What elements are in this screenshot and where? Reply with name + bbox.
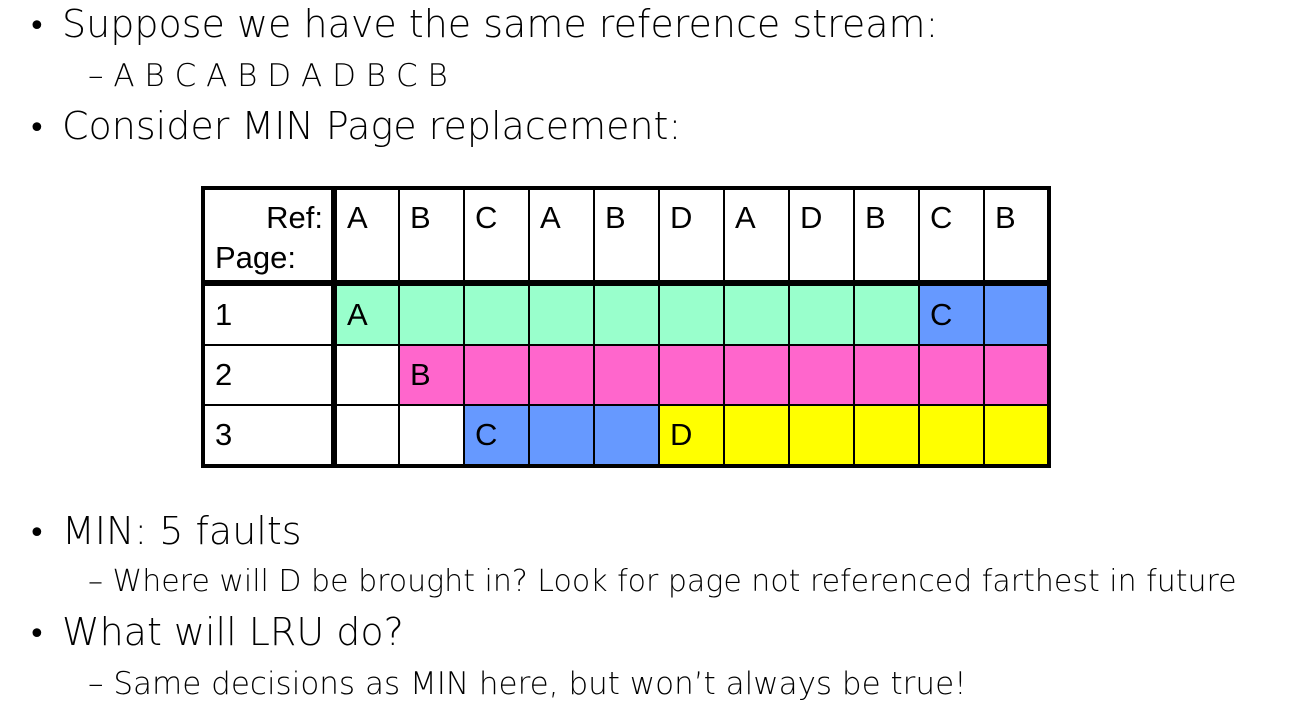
ref-cell: B [853, 187, 920, 286]
frame-cell [333, 404, 400, 467]
page-number-cell: 2 [202, 344, 337, 406]
frame-cell [723, 344, 790, 406]
bullet-dot: • [28, 617, 46, 652]
ref-cell: A [333, 187, 400, 286]
header-label-cell: Ref: Page: [202, 187, 337, 286]
ref-cell: B [593, 187, 660, 286]
frame-cell [788, 404, 855, 467]
frame-cell [853, 282, 920, 346]
page-number-cell: 3 [202, 404, 337, 467]
frame-cell [788, 282, 855, 346]
bullet-dot: • [28, 111, 46, 146]
frame-cell [593, 282, 660, 346]
frame-cell [593, 404, 660, 467]
page-number-cell: 1 [202, 282, 337, 346]
sub-bullet-stream: – A B C A B D A D B C B [88, 58, 448, 94]
ref-cell: C [918, 187, 985, 286]
frame-cell [723, 282, 790, 346]
frame-cell [398, 282, 465, 346]
frame-cell [983, 344, 1050, 406]
page-row: 1 A C [202, 282, 1050, 346]
ref-cell: A [723, 187, 790, 286]
frame-cell: B [398, 344, 465, 406]
reference-row: Ref: Page: A B C A B D A D B C B [202, 187, 1050, 286]
bullet-consider-min: Consider MIN Page replacement: [62, 104, 682, 148]
frame-cell [918, 344, 985, 406]
frame-cell: D [658, 404, 725, 467]
bullet-min-faults: MIN: 5 faults [62, 509, 302, 553]
bullet-lru: What will LRU do? [62, 610, 404, 654]
sub-bullet-same-decisions: – Same decisions as MIN here, but won’t … [88, 666, 967, 702]
bullet-dot: • [28, 9, 46, 44]
frame-cell [463, 282, 530, 346]
page-label: Page: [215, 240, 297, 275]
ref-cell: C [463, 187, 530, 286]
frame-cell [658, 344, 725, 406]
frame-cell: C [918, 282, 985, 346]
page-row: 3 C D [202, 404, 1050, 467]
ref-cell: D [788, 187, 855, 286]
frame-cell [788, 344, 855, 406]
ref-cell: A [528, 187, 595, 286]
page-row: 2 B [202, 344, 1050, 406]
frame-cell [593, 344, 660, 406]
frame-cell [853, 404, 920, 467]
page-replacement-table: Ref: Page: A B C A B D A D B C B 1 A C 2… [201, 186, 1051, 468]
ref-label: Ref: [266, 200, 323, 235]
frame-cell: C [463, 404, 530, 467]
bullet-dot: • [28, 516, 46, 551]
bullet-reference-stream: Suppose we have the same reference strea… [62, 2, 939, 46]
ref-cell: D [658, 187, 725, 286]
frame-cell: A [333, 282, 400, 346]
frame-cell [983, 282, 1050, 346]
frame-cell [333, 344, 400, 406]
frame-cell [528, 344, 595, 406]
frame-cell [918, 404, 985, 467]
frame-cell [528, 282, 595, 346]
frame-cell [398, 404, 465, 467]
frame-cell [853, 344, 920, 406]
sub-bullet-where-d: – Where will D be brought in? Look for p… [88, 564, 1237, 599]
frame-cell [463, 344, 530, 406]
frame-cell [528, 404, 595, 467]
frame-cell [983, 404, 1050, 467]
frame-cell [658, 282, 725, 346]
ref-cell: B [398, 187, 465, 286]
ref-cell: B [983, 187, 1050, 286]
frame-cell [723, 404, 790, 467]
